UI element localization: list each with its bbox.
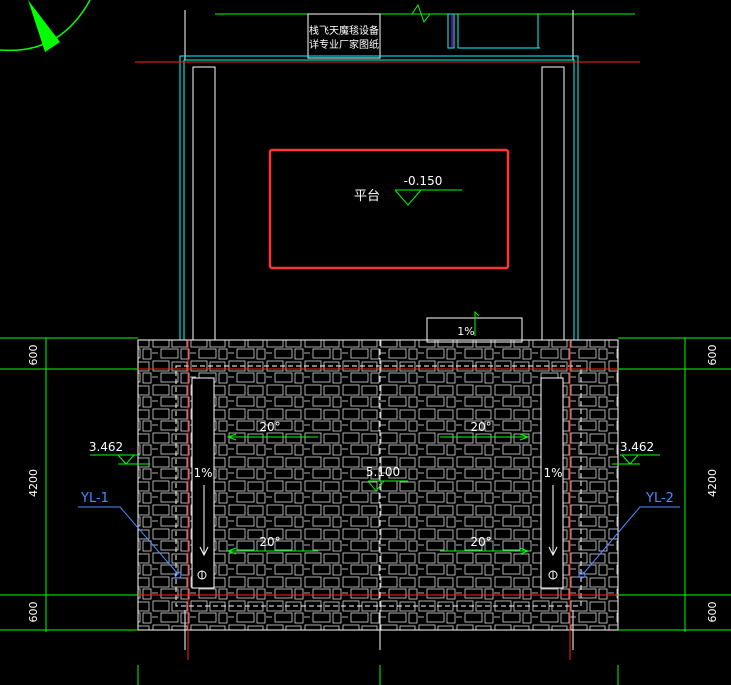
- platform-elevation: -0.150: [404, 174, 443, 188]
- pipe-label-right: YL-2: [645, 491, 674, 506]
- walls-outer: [179, 55, 579, 340]
- dim-left-middle: 4200: [27, 469, 40, 497]
- roof-angle-2: 20°: [470, 420, 491, 434]
- platform-label: 平台: [354, 189, 380, 204]
- top-axis-line: [215, 3, 635, 24]
- drain-left-icon[interactable]: [197, 570, 207, 580]
- roof-tiles: [137, 339, 619, 631]
- slope-arrows: [226, 433, 530, 555]
- drain-right-icon[interactable]: [548, 570, 558, 580]
- pipe-label-left: YL-1: [80, 491, 109, 506]
- note-line-2: 详专业厂家图纸: [309, 38, 379, 51]
- roof-outline: [175, 365, 582, 607]
- pipe-leader-left: [78, 506, 182, 579]
- dim-left-top: 600: [27, 345, 40, 366]
- elevation-marker-icon: [394, 189, 462, 206]
- break-line-icon: [411, 3, 431, 24]
- dimension-right: [618, 337, 731, 632]
- gutter-slope-arrows: [199, 485, 558, 557]
- dim-left-bottom: 600: [27, 602, 40, 623]
- left-gutter-slope: 1%: [193, 466, 212, 480]
- roof-angle-1: 20°: [259, 420, 280, 434]
- gutters: [191, 377, 564, 589]
- dim-right-top: 600: [706, 345, 719, 366]
- roof-angle-4: 20°: [470, 535, 491, 549]
- dimension-left: [0, 337, 138, 632]
- slope-box-text: 1%: [457, 325, 474, 338]
- dim-right-bottom: 600: [706, 602, 719, 623]
- level-right-marker-icon: [612, 454, 660, 465]
- dim-right-middle: 4200: [706, 469, 719, 497]
- note-line-1: 栈飞天魔毯设备: [309, 24, 379, 37]
- level-left-marker-icon: [90, 454, 150, 465]
- right-gutter-slope: 1%: [543, 466, 562, 480]
- note-box: [307, 13, 381, 59]
- level-left: 3.462: [89, 440, 123, 454]
- slope-arrow-icon: [474, 310, 480, 336]
- center-elevation-marker-icon: [367, 480, 408, 492]
- axis-red-roof: [125, 340, 640, 660]
- north-arrow-icon: [0, 0, 91, 52]
- bottom-ticks: [137, 665, 619, 685]
- door-detail: [447, 13, 540, 49]
- platform-highlight-box[interactable]: [268, 148, 510, 270]
- roof-center-elevation: 5.100: [366, 465, 400, 479]
- pipe-leader-right: [578, 506, 680, 579]
- level-right: 3.462: [620, 440, 654, 454]
- roof-angle-3: 20°: [259, 535, 280, 549]
